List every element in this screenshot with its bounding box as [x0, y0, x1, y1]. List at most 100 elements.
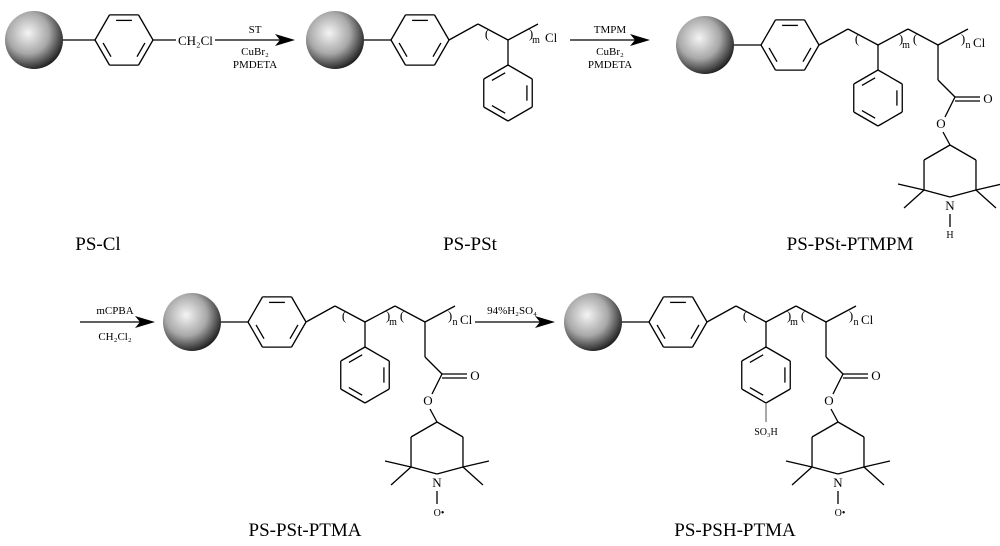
paren-open: (: [743, 308, 747, 323]
ring-bond: [95, 40, 110, 65]
ring-double-bond: [862, 78, 875, 86]
polymer-sphere-icon: [5, 11, 63, 69]
step1-reagent-below2: PMDETA: [233, 59, 277, 71]
bond-line: [812, 422, 838, 437]
subscript-m: m: [389, 317, 397, 328]
paren-open: (: [342, 308, 346, 323]
label-ps-pst-ptma: PS-PSt-PTMA: [249, 520, 362, 541]
benzene-ring: [248, 297, 306, 347]
bond-line: [819, 29, 848, 45]
bond-line: [430, 409, 437, 422]
ring-double-bond: [657, 325, 665, 339]
bond-line: [707, 306, 736, 322]
step2-reagent-below1: CuBr₂: [596, 46, 624, 58]
ring-bond: [742, 389, 766, 403]
phenyl-ring: [742, 347, 790, 403]
step1-reagent-above: ST: [249, 24, 262, 36]
ring-bond: [484, 65, 508, 79]
ring-bond: [649, 297, 664, 322]
polymer-sphere-icon: [676, 16, 734, 74]
ring-bond: [649, 322, 664, 347]
bond-line: [411, 467, 437, 474]
bond-line: [831, 409, 838, 422]
ring-bond: [854, 112, 878, 126]
ring-bond: [435, 15, 450, 40]
step1-reagent-below1: CuBr₂: [241, 46, 269, 58]
bond-line: [478, 24, 508, 40]
phenyl-ring: [854, 70, 902, 126]
ring-bond: [341, 389, 365, 403]
ring-bond: [248, 297, 263, 322]
hydrogen-atom: H: [946, 230, 953, 241]
subscript-m: m: [902, 40, 910, 51]
ring-double-bond: [103, 43, 111, 57]
ring-double-bond: [399, 43, 407, 57]
bond-line: [463, 461, 489, 467]
subscript-n: n: [453, 317, 458, 328]
bond-line: [950, 145, 976, 160]
ring-double-bond: [137, 43, 145, 57]
bond-line: [786, 461, 812, 467]
ring-bond: [139, 15, 154, 40]
bonds-layer: [5, 11, 1000, 504]
benzene-ring: [391, 15, 449, 65]
benzene-ring: [761, 20, 819, 70]
ester-oxygen: O: [423, 393, 432, 408]
nitrogen-atom: N: [945, 198, 955, 213]
ring-double-bond: [750, 388, 763, 396]
polymer-sphere-icon: [163, 293, 221, 351]
carbonyl-oxygen: O: [470, 368, 479, 383]
ring-bond: [766, 389, 790, 403]
label-ps-pst-ptmpm: PS-PSt-PTMPM: [787, 234, 914, 255]
ring-bond: [508, 107, 532, 121]
ring-bond: [292, 322, 307, 347]
bond-line: [976, 190, 996, 208]
ring-bond: [95, 15, 110, 40]
ring-double-bond: [433, 43, 441, 57]
nitroxide-radical-oxygen: O•: [434, 508, 445, 519]
ring-bond: [435, 40, 450, 65]
bond-line: [848, 29, 878, 45]
bond-line: [425, 357, 442, 374]
ring-bond: [365, 347, 389, 361]
ester-oxygen: O: [936, 116, 945, 131]
paren-open: (: [485, 26, 489, 41]
label-ps-psh-ptma: PS-PSH-PTMA: [674, 520, 796, 541]
ring-bond: [484, 107, 508, 121]
ring-bond: [766, 347, 790, 361]
bond-line: [449, 24, 478, 40]
ring-bond: [139, 40, 154, 65]
phenyl-ring: [484, 65, 532, 121]
bond-line: [385, 461, 411, 467]
ring-bond: [693, 297, 708, 322]
ring-double-bond: [803, 48, 811, 62]
step3-reagent-above: mCPBA: [96, 305, 133, 317]
ring-bond: [742, 347, 766, 361]
ring-bond: [761, 45, 776, 70]
bond-line: [864, 461, 890, 467]
ring-bond: [805, 45, 820, 70]
bond-line: [437, 467, 463, 474]
ring-double-bond: [750, 355, 763, 363]
ring-bond: [292, 297, 307, 322]
bond-line: [335, 306, 365, 322]
bond-line: [943, 132, 950, 145]
bond-line: [924, 145, 950, 160]
subscript-n: n: [966, 40, 971, 51]
nitrogen-atom: N: [833, 475, 843, 490]
bond-line: [812, 467, 838, 474]
ester-oxygen: O: [824, 393, 833, 408]
bond-line: [792, 467, 812, 485]
paren-open: (: [400, 308, 404, 323]
ring-double-bond: [862, 111, 875, 119]
chlorine-atom: Cl: [460, 312, 473, 327]
subscript-n: n: [854, 317, 859, 328]
ring-double-bond: [349, 388, 362, 396]
bond-line: [924, 190, 950, 197]
ring-double-bond: [492, 73, 505, 81]
paren-open: (: [801, 308, 805, 323]
start-group-ch2cl: CH₂Cl: [178, 33, 213, 48]
bond-line: [411, 422, 437, 437]
bond-line: [864, 467, 884, 485]
